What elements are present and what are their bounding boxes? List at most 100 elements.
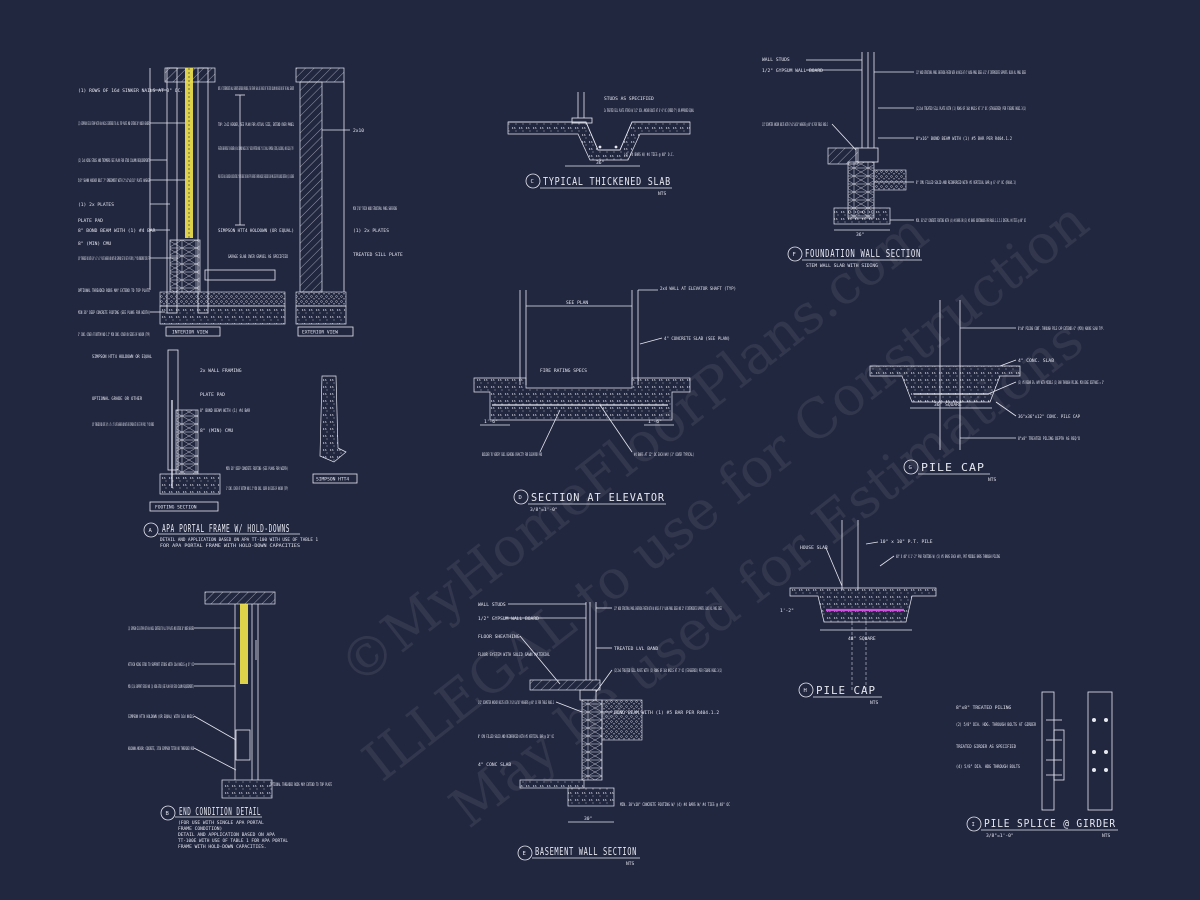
svg-text:FOR APA PORTAL FRAME WITH HOLD: FOR APA PORTAL FRAME WITH HOLD-DOWN CAPA… xyxy=(160,543,300,549)
footing-section-a xyxy=(159,473,221,495)
svg-text:1/2" DIAMETER ANCHOR BOLTS WIT: 1/2" DIAMETER ANCHOR BOLTS WITH 3"x3"x3/… xyxy=(762,122,828,128)
svg-text:8" BOND BEAM WITH (1) #4 BAR: 8" BOND BEAM WITH (1) #4 BAR xyxy=(200,408,250,414)
svg-text:GARAGE SLAB OVER GRAVEL AS SPE: GARAGE SLAB OVER GRAVEL AS SPECIFIED xyxy=(228,254,288,260)
svg-text:OPTIONAL THREADED RODS MAY EXT: OPTIONAL THREADED RODS MAY EXTEND TO TOP… xyxy=(78,288,150,294)
svg-text:(2)2x4 TREATED SILL PLATE WITH: (2)2x4 TREATED SILL PLATE WITH (1) ROWS … xyxy=(916,106,1026,112)
svg-text:MIN 36" DEEP CONCRETE FOOTING: MIN 36" DEEP CONCRETE FOOTING (SEE PLANS… xyxy=(226,466,288,472)
label-simpson-htt4: SIMPSON HTT4 xyxy=(316,477,349,483)
svg-text:SIMPSON HTT4 HOLDOWN (OR EQUAL: SIMPSON HTT4 HOLDOWN (OR EQUAL) WITH 16d… xyxy=(128,714,194,720)
detail-f-marker xyxy=(787,246,803,262)
svg-text:A: A xyxy=(149,528,153,534)
svg-text:5/8" THREADED ROD WITH 3/4" x: 5/8" THREADED ROD WITH 3/4" x 3" x 3" PL… xyxy=(78,256,150,262)
svg-text:F: F xyxy=(793,252,796,258)
detail-d-title: SECTION AT ELEVATOR xyxy=(531,491,665,504)
detail-g-marker xyxy=(903,459,919,475)
detail-c-marker xyxy=(525,173,541,189)
label-interior-view: INTERIOR VIEW xyxy=(172,330,208,336)
svg-text:MIN 7/16" THICK WOOD STRUCTURA: MIN 7/16" THICK WOOD STRUCTURAL PANEL SH… xyxy=(353,206,397,212)
svg-text:2x10: 2x10 xyxy=(353,128,364,134)
detail-g-notes: 8"x8" PILING CONT. THROUGH PILE CAP EXTE… xyxy=(1018,326,1104,442)
svg-text:NTS: NTS xyxy=(988,477,997,483)
svg-text:(1) 2x PLATES: (1) 2x PLATES xyxy=(78,202,114,208)
svg-text:SIMPSON HTT4 HOLDOWN OR EQUAL: SIMPSON HTT4 HOLDOWN OR EQUAL xyxy=(92,354,152,360)
detail-h-notes: HOUSE SLAB 10" x 10" P.T. PILE 48" X 48"… xyxy=(800,539,1000,560)
svg-text:(FOR USE WITH SINGLE APA PORTA: (FOR USE WITH SINGLE APA PORTAL xyxy=(178,820,264,826)
svg-text:TT-100E WITH USE OF TABLE 1 FO: TT-100E WITH USE OF TABLE 1 FOR APA PORT… xyxy=(178,838,288,844)
svg-text:4" CONC SLAB: 4" CONC SLAB xyxy=(478,762,511,768)
svg-text:HOUSE SLAB: HOUSE SLAB xyxy=(800,545,828,551)
svg-text:8" (MIN) CMU: 8" (MIN) CMU xyxy=(78,241,111,247)
svg-text:SIMPSON HTT4 HOLDOWN (OR EQUAL: SIMPSON HTT4 HOLDOWN (OR EQUAL) xyxy=(218,228,294,234)
watermark-line-2: ILLEGAL to use for Construction xyxy=(351,189,1100,793)
svg-text:OPTIONAL THREADED RODS MAY EXT: OPTIONAL THREADED RODS MAY EXTEND TO TOP… xyxy=(270,782,332,788)
footing-b xyxy=(221,779,273,799)
svg-text:36"x36"x12" CONC. PILE CAP: 36"x36"x12" CONC. PILE CAP xyxy=(1018,414,1080,420)
detail-h-pile-cap: 48" SQUARE 1'-2" HOUSE SLAB 10" x 10" P.… xyxy=(780,520,1000,706)
svg-text:OPTIONAL GRADE OR OTHER: OPTIONAL GRADE OR OTHER xyxy=(92,396,142,402)
svg-text:8"x16" BOND BEAM WITH (1) #5 B: 8"x16" BOND BEAM WITH (1) #5 BAR PER R40… xyxy=(916,136,1012,142)
svg-text:8"x8" PILING CONT. THROUGH PIL: 8"x8" PILING CONT. THROUGH PILE CAP EXTE… xyxy=(1018,326,1104,332)
svg-text:2x4 WALL AT ELEVATOR SHAFT (TY: 2x4 WALL AT ELEVATOR SHAFT (TYP) xyxy=(660,286,736,292)
svg-text:(2) 2x4 KING STUDS AND TRIMMER: (2) 2x4 KING STUDS AND TRIMMERS SEE PLAN… xyxy=(78,158,150,164)
svg-text:D: D xyxy=(519,495,522,501)
detail-e-basement-wall: 30" WALL STUDS 1/2" GYPSUM WALL BOARD FL… xyxy=(478,602,730,867)
svg-text:WALL STUDS: WALL STUDS xyxy=(762,57,790,63)
svg-text:HOLDOWN ANCHOR: CONCRETE, 3750: HOLDOWN ANCHOR: CONCRETE, 3750 SIMPSON T… xyxy=(128,746,194,752)
svg-text:TOP: 2x12 HEADER, SEE PLAN FOR: TOP: 2x12 HEADER, SEE PLAN FOR ACTUAL SI… xyxy=(218,122,294,128)
svg-text:5/8" SHANK ANCHOR BOLT 7" EMBE: 5/8" SHANK ANCHOR BOLT 7" EMBEDMENT WITH… xyxy=(78,178,150,184)
svg-text:1/2" WOOD STRUCTURAL PANEL SHE: 1/2" WOOD STRUCTURAL PANEL SHEATHING FAS… xyxy=(614,606,722,612)
detail-f-notes: WALL STUDS 1/2" GYPSUM WALL BOARD 1/2" W… xyxy=(762,57,1026,224)
detail-a-right-notes: 2x10 MIN 7/16" THICK WOOD STRUCTURAL PAN… xyxy=(353,128,403,258)
svg-text:NTS: NTS xyxy=(626,861,635,867)
detail-f-foundation-wall: 36" WALL STUDS 1/2" GYPSUM WALL BOARD 1/… xyxy=(762,52,1026,269)
svg-text:SEE PLAN: SEE PLAN xyxy=(566,300,588,306)
svg-text:FLOOR SHEATHING: FLOOR SHEATHING xyxy=(478,634,520,640)
detail-e-marker xyxy=(517,845,533,861)
watermark-line-3: May be used for Estimations xyxy=(438,307,1095,839)
detail-h-title: PILE CAP xyxy=(816,684,876,697)
svg-text:1/2" WOOD STRUCTURAL PANEL SHE: 1/2" WOOD STRUCTURAL PANEL SHEATHING FAS… xyxy=(916,70,1026,76)
svg-text:8"x8" TREATED PILING: 8"x8" TREATED PILING xyxy=(956,705,1012,711)
detail-i-marker xyxy=(966,816,982,832)
svg-text:48" SQUARE: 48" SQUARE xyxy=(848,636,876,642)
exterior-sheathing xyxy=(299,81,323,293)
detail-a-middle-notes: NOTE: AT INTERMEDIATE WALL SEGMENTS BETW… xyxy=(218,86,294,260)
svg-text:2x WALL FRAMING: 2x WALL FRAMING xyxy=(200,368,242,374)
svg-text:1'-2": 1'-2" xyxy=(780,608,794,614)
svg-text:MIN (2)2x SUPPORT STUDS AND (1: MIN (2)2x SUPPORT STUDS AND (1) KING STU… xyxy=(128,684,194,690)
detail-f-title: FOUNDATION WALL SECTION xyxy=(805,247,921,260)
svg-text:G: G xyxy=(909,465,912,471)
svg-text:(2) 5/8" DIA. HDG. THROUGH BOL: (2) 5/8" DIA. HDG. THROUGH BOLTS AT GIRD… xyxy=(956,722,1036,728)
svg-text:3/8"=1'-0": 3/8"=1'-0" xyxy=(986,833,1014,839)
svg-text:B: B xyxy=(166,811,170,817)
svg-text:2x TREATED SILL PLATE ATTACH W: 2x TREATED SILL PLATE ATTACH W/ 1/2" DIA… xyxy=(604,108,694,114)
svg-text:FLOOR SYSTEM WITH SOLID SAWN M: FLOOR SYSTEM WITH SOLID SAWN MATERIAL xyxy=(478,652,550,658)
svg-text:5/8" THREADED ROD WITH 3/4" x: 5/8" THREADED ROD WITH 3/4" x 3" x 3" PL… xyxy=(92,422,154,428)
svg-text:TREATED SILL PLATE: TREATED SILL PLATE xyxy=(353,252,403,258)
basement-cmu xyxy=(581,699,603,781)
svg-text:PANEL SPLICE SHALL BE BLOCKED: PANEL SPLICE SHALL BE BLOCKED AND OCCUR … xyxy=(218,174,294,180)
dim-36in: 36" xyxy=(596,160,604,166)
svg-text:WALL STUDS: WALL STUDS xyxy=(478,602,506,608)
detail-c-thickened-slab: 36" STUDS AS SPECIFIED 2x TREATED SILL P… xyxy=(507,92,694,197)
svg-text:(2) SIMPSON CS16 STRAP WITH 8d: (2) SIMPSON CS16 STRAP WITH 8d NAILS CEN… xyxy=(78,121,150,127)
svg-text:FRAME WITH HOLD-DOWN CAPACITIE: FRAME WITH HOLD-DOWN CAPACITIES. xyxy=(178,844,267,850)
svg-text:(2)2x6 TREATED SILL PLATE WITH: (2)2x6 TREATED SILL PLATE WITH (1) ROWS … xyxy=(614,668,722,674)
svg-text:8" BOND BEAM WITH (1) #4 BAR: 8" BOND BEAM WITH (1) #4 BAR xyxy=(78,228,156,234)
svg-text:(3) #5 REBAR EA. WAY WITH MIDD: (3) #5 REBAR EA. WAY WITH MIDDLE (1) BAR… xyxy=(1018,380,1104,386)
svg-text:1'-6": 1'-6" xyxy=(648,419,662,425)
svg-text:TREATED LVL BAND: TREATED LVL BAND xyxy=(614,646,658,652)
detail-c-title: TYPICAL THICKENED SLAB xyxy=(543,175,671,188)
footing-f xyxy=(833,207,891,225)
svg-text:8" CMU FILLED SOLID AND REINFO: 8" CMU FILLED SOLID AND REINFORCED WITH … xyxy=(478,734,554,740)
svg-text:(2) SIMPSON CS16 STRAP WITH 8d: (2) SIMPSON CS16 STRAP WITH 8d NAILS CEN… xyxy=(128,626,194,632)
svg-text:PLATE PAD: PLATE PAD xyxy=(78,218,103,224)
simpson-htt4-sketch xyxy=(319,375,347,463)
svg-text:STUDS AS SPECIFIED: STUDS AS SPECIFIED xyxy=(604,96,654,102)
detail-b-notes: (2) SIMPSON CS16 STRAP WITH 8d NAILS CEN… xyxy=(128,626,332,788)
svg-text:BUILDER TO VERIFY SOIL BEARING: BUILDER TO VERIFY SOIL BEARING CAPACITY … xyxy=(482,452,542,458)
detail-i-pile-splice: 8"x8" TREATED PILING (2) 5/8" DIA. HDG. … xyxy=(956,691,1118,839)
svg-text:(4) 5/8" DIA. HDG THROUGH BOLT: (4) 5/8" DIA. HDG THROUGH BOLTS xyxy=(956,764,1020,770)
svg-text:4" CONCRETE SLAB (SEE PLAN): 4" CONCRETE SLAB (SEE PLAN) xyxy=(664,336,730,342)
